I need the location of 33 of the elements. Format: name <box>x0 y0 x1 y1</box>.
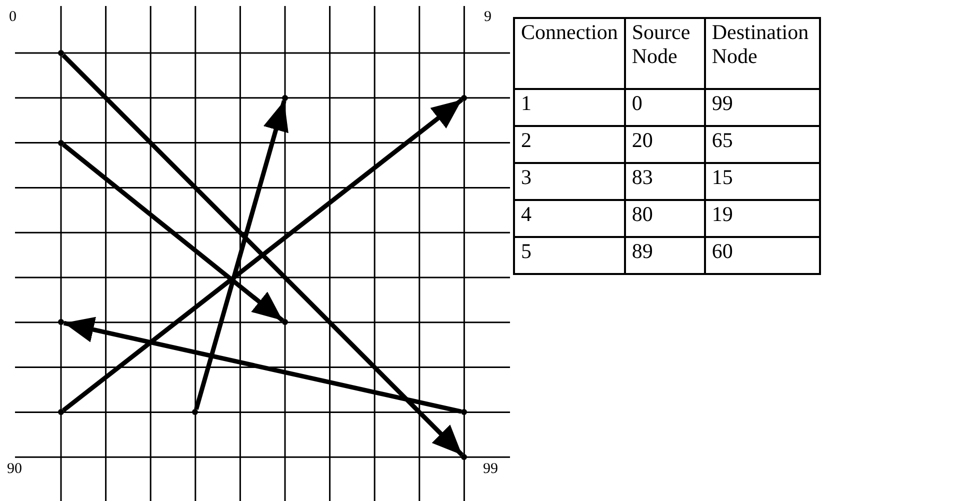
grid-point <box>58 140 64 146</box>
arrow <box>62 98 464 412</box>
table-cell: 15 <box>704 163 820 200</box>
grid-point <box>461 94 468 101</box>
grid-point <box>282 94 288 101</box>
table-cell: 4 <box>514 200 625 237</box>
grid-point <box>58 319 64 326</box>
grid-point <box>58 50 64 56</box>
grid-point <box>192 409 198 416</box>
grid-point <box>461 454 468 460</box>
grid-point <box>58 409 64 416</box>
table-cell: 80 <box>624 200 705 237</box>
table-cell: Destination Node <box>704 18 820 89</box>
table-cell: 83 <box>624 163 705 200</box>
arrow <box>63 316 462 414</box>
table-cell: 0 <box>624 89 705 126</box>
arrow <box>62 54 464 457</box>
table-cell: 2 <box>514 126 625 163</box>
grid-point <box>282 319 288 326</box>
arrow <box>194 100 288 410</box>
table-cell: Source Node <box>624 18 705 89</box>
arrow <box>62 142 284 322</box>
table-cell: Connection <box>514 18 625 89</box>
table-cell: 89 <box>624 237 705 274</box>
table-cell: 20 <box>624 126 705 163</box>
table-cell: 19 <box>704 200 820 237</box>
table-cell: 99 <box>704 89 820 126</box>
table-cell: 65 <box>704 126 820 163</box>
table-cell: 3 <box>514 163 625 200</box>
grid-point <box>461 409 468 416</box>
table-cell: 5 <box>514 237 625 274</box>
table-cell: 60 <box>704 237 820 274</box>
table-cell: 1 <box>514 89 625 126</box>
